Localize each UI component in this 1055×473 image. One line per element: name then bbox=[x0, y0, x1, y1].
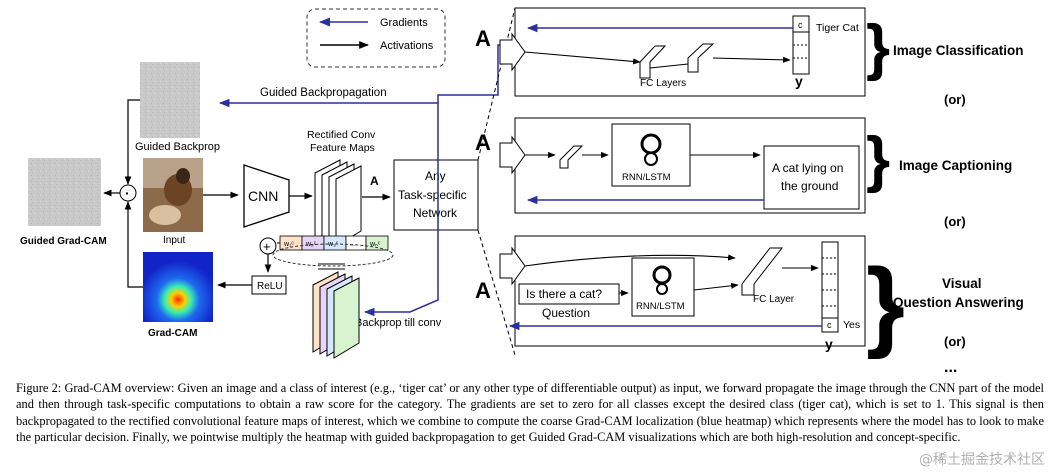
guided-gradcam-label: Guided Grad-CAM bbox=[20, 236, 107, 247]
image-classification-panel: A FC Layers c y Tiger Cat bbox=[475, 7, 866, 97]
vqa-panel: A Is there a cat? Question RNN/LSTM FC L… bbox=[475, 235, 866, 352]
svg-text:FC Layer: FC Layer bbox=[753, 294, 795, 305]
vqa-a-label: A bbox=[475, 278, 491, 303]
weight-n: wₙᶜ bbox=[369, 241, 381, 248]
image-captioning-panel: A RNN/LSTM A cat lying on the ground bbox=[475, 117, 866, 214]
weights-bar: w₁ᶜ w₂ᶜ w₃ᶜ ... wₙᶜ bbox=[279, 235, 389, 251]
image-classification-brace: } bbox=[866, 13, 890, 82]
feature-map-a-label: A bbox=[370, 174, 379, 188]
rectified-feature-maps-label-2: Feature Maps bbox=[310, 142, 375, 154]
svg-text:RNN/LSTM: RNN/LSTM bbox=[622, 172, 671, 183]
legend-box: Gradients Activations bbox=[306, 8, 446, 68]
relu-box: ReLU bbox=[251, 275, 287, 295]
svg-text:c: c bbox=[798, 20, 803, 30]
svg-text:CNN: CNN bbox=[248, 188, 278, 204]
svg-text:ReLU: ReLU bbox=[257, 281, 283, 292]
weight-1: w₁ᶜ bbox=[283, 241, 294, 248]
guided-backpropagation-label: Guided Backpropagation bbox=[260, 87, 387, 99]
guided-backprop-image bbox=[140, 62, 200, 138]
sum-node: + bbox=[259, 237, 277, 255]
svg-text:RNN/LSTM: RNN/LSTM bbox=[636, 301, 685, 312]
figure-caption: Figure 2: Grad-CAM overview: Given an im… bbox=[16, 380, 1044, 445]
or-label-3: (or) bbox=[944, 334, 966, 349]
figure-caption-label: Figure 2: bbox=[16, 381, 62, 395]
svg-text:Network: Network bbox=[413, 206, 458, 220]
ellipsis-label: ... bbox=[944, 359, 957, 376]
svg-text:Any: Any bbox=[425, 169, 446, 183]
svg-text:A cat lying on: A cat lying on bbox=[772, 161, 843, 175]
svg-text:Task-specific: Task-specific bbox=[398, 188, 467, 202]
captioning-a-label: A bbox=[475, 130, 491, 155]
svg-text:the ground: the ground bbox=[781, 179, 838, 193]
watermark: @稀土掘金技术社区 bbox=[919, 452, 1045, 468]
rectified-feature-maps bbox=[314, 159, 362, 247]
legend-gradients-label: Gradients bbox=[380, 17, 428, 29]
gradient-feature-maps bbox=[312, 271, 360, 359]
any-task-network-box: Any Task-specific Network bbox=[393, 159, 479, 231]
figure-caption-text: Grad-CAM overview: Given an image and a … bbox=[16, 381, 1045, 444]
image-classification-title: Image Classification bbox=[893, 43, 1024, 58]
svg-text:c: c bbox=[827, 320, 832, 330]
svg-text:Question: Question bbox=[542, 306, 590, 320]
svg-text:y: y bbox=[795, 73, 803, 89]
cnn-block: CNN bbox=[243, 164, 290, 228]
image-captioning-brace: } bbox=[866, 125, 890, 194]
gradcam-label: Grad-CAM bbox=[148, 328, 197, 339]
svg-text:Is there a cat?: Is there a cat? bbox=[526, 287, 602, 301]
image-captioning-title: Image Captioning bbox=[899, 158, 1012, 173]
svg-text:·: · bbox=[125, 185, 130, 201]
backprop-till-conv-label: Backprop till conv bbox=[355, 317, 442, 329]
or-label-2: (or) bbox=[944, 214, 966, 229]
svg-text:Yes: Yes bbox=[843, 319, 860, 331]
or-label-1: (or) bbox=[944, 92, 966, 107]
input-label: Input bbox=[163, 235, 185, 246]
vqa-brace: } bbox=[866, 248, 905, 360]
gradcam-heatmap bbox=[143, 252, 213, 322]
legend-activations-label: Activations bbox=[380, 40, 434, 52]
rectified-feature-maps-label: Rectified Conv bbox=[307, 129, 376, 141]
task-fan-lines bbox=[477, 7, 516, 356]
classification-a-label: A bbox=[475, 26, 491, 51]
guided-backprop-label: Guided Backprop bbox=[135, 141, 220, 153]
svg-text:Tiger Cat: Tiger Cat bbox=[816, 22, 859, 34]
guided-gradcam-image bbox=[28, 158, 101, 226]
vqa-title-line2: Question Answering bbox=[893, 295, 1024, 310]
svg-text:y: y bbox=[825, 336, 833, 352]
svg-text:FC Layers: FC Layers bbox=[640, 78, 686, 89]
svg-text:+: + bbox=[263, 239, 271, 254]
pointwise-multiply-node: · bbox=[119, 184, 137, 202]
input-image bbox=[143, 158, 203, 232]
vqa-title-line1: Visual bbox=[942, 276, 982, 291]
